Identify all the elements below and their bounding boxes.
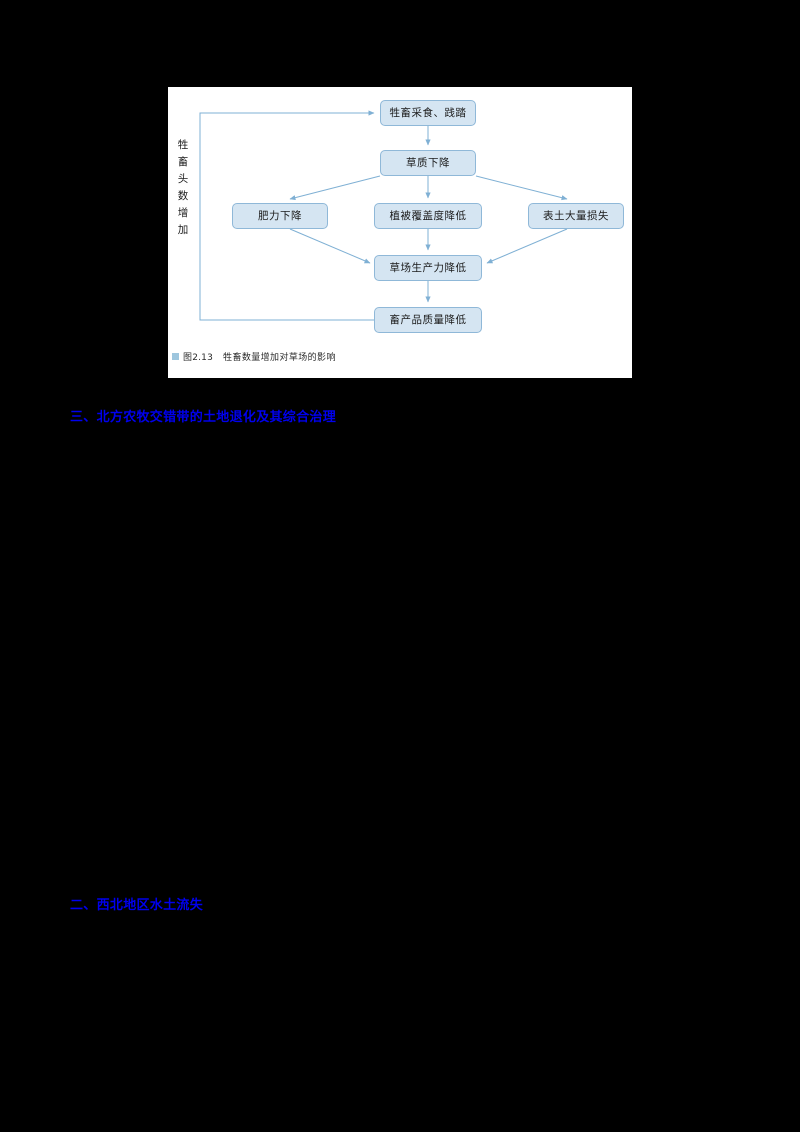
connector-quality-topsoil <box>475 175 568 201</box>
section-heading-two[interactable]: 二、西北地区水土流失 <box>70 897 204 915</box>
flow-node-grass-quality-decline: 草质下降 <box>380 150 476 176</box>
section-heading-three[interactable]: 三、北方农牧交错带的土地退化及其综合治理 <box>70 409 337 427</box>
figure-caption: 图2.13 牲畜数量增加对草场的影响 <box>172 350 336 363</box>
flow-node-fertility-decline: 肥力下降 <box>232 203 328 229</box>
vertical-label-char: 牲 <box>177 139 189 151</box>
flowchart-connectors <box>199 110 568 321</box>
connector-quality-fertility <box>289 175 381 201</box>
vertical-label-char: 加 <box>177 224 189 236</box>
flow-node-vegetation-cover-decline: 植被覆盖度降低 <box>374 203 482 229</box>
caption-marker-icon <box>172 353 179 360</box>
connector-feedback-loop <box>199 110 428 321</box>
figure-panel: 牲 畜 头 数 增 加 牲畜采食、践踏 草质下降 肥力下降 植被覆盖度降低 表土… <box>168 87 632 378</box>
figure-number: 图2.13 <box>183 353 214 363</box>
vertical-label-char: 增 <box>177 207 189 219</box>
figure-caption-text: 牲畜数量增加对草场的影响 <box>223 353 336 363</box>
vertical-label-char: 畜 <box>177 156 189 168</box>
vertical-axis-label: 牲 畜 头 数 增 加 <box>174 137 192 239</box>
connector-fertility-productivity <box>289 228 371 264</box>
flow-node-topsoil-loss: 表土大量损失 <box>528 203 624 229</box>
flow-node-grazing-trampling: 牲畜采食、践踏 <box>380 100 476 126</box>
vertical-label-char: 头 <box>177 173 189 185</box>
flow-node-grassland-productivity-decline: 草场生产力降低 <box>374 255 482 281</box>
connector-topsoil-productivity <box>486 228 568 264</box>
flow-node-livestock-product-quality-decline: 畜产品质量降低 <box>374 307 482 333</box>
vertical-label-char: 数 <box>177 190 189 202</box>
